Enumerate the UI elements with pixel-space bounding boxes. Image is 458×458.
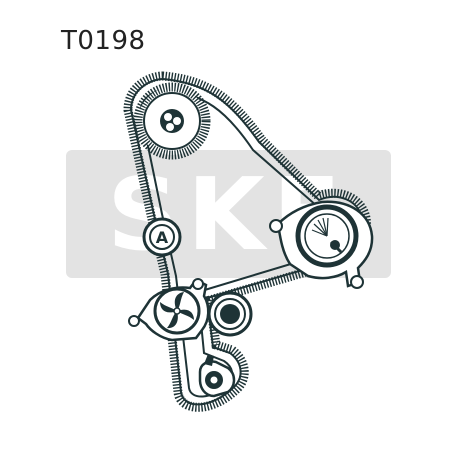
crankshaft-tab bbox=[204, 354, 214, 366]
camshaft-hub-bolt bbox=[166, 123, 174, 131]
impeller-blade bbox=[174, 292, 184, 311]
idler-a-label: A bbox=[156, 228, 169, 247]
idler-a-inner-ring bbox=[149, 224, 175, 250]
tensioner-pointer bbox=[329, 240, 343, 254]
indicator-tick bbox=[317, 219, 328, 237]
indicator-tick bbox=[322, 217, 328, 237]
part-code-title: T0198 bbox=[61, 26, 146, 56]
indicator-tick bbox=[326, 217, 329, 237]
tensioner-mount-hole bbox=[350, 275, 364, 289]
water-pump-assembly bbox=[128, 278, 210, 342]
camshaft-hub-bolt bbox=[173, 117, 181, 125]
water-pump-impeller-icon bbox=[160, 292, 194, 329]
camshaft-hub-bolt bbox=[164, 113, 172, 121]
impeller-blade bbox=[177, 309, 194, 320]
crankshaft-sprocket bbox=[198, 354, 236, 398]
indicator-tick bbox=[311, 229, 328, 237]
impeller-blade bbox=[167, 311, 178, 329]
tensioner-mount-hole bbox=[269, 219, 283, 233]
tensioner-assembly bbox=[269, 200, 374, 289]
belt-outer-edge bbox=[123, 71, 372, 412]
water-pump-mount-hole bbox=[192, 278, 204, 290]
tensioner-adjustment-indicator bbox=[311, 217, 329, 237]
idler-pulley-a: A bbox=[142, 217, 182, 257]
guide-roller-hub bbox=[220, 304, 240, 324]
guide-roller bbox=[207, 291, 253, 337]
water-pump-mount-hole bbox=[128, 315, 140, 327]
belt-inner-edge bbox=[139, 88, 355, 398]
crankshaft-hub-hole bbox=[210, 376, 218, 384]
camshaft-sprocket bbox=[133, 82, 211, 160]
impeller-blade bbox=[160, 302, 177, 313]
impeller-hub bbox=[173, 307, 181, 315]
indicator-tick bbox=[313, 223, 328, 237]
